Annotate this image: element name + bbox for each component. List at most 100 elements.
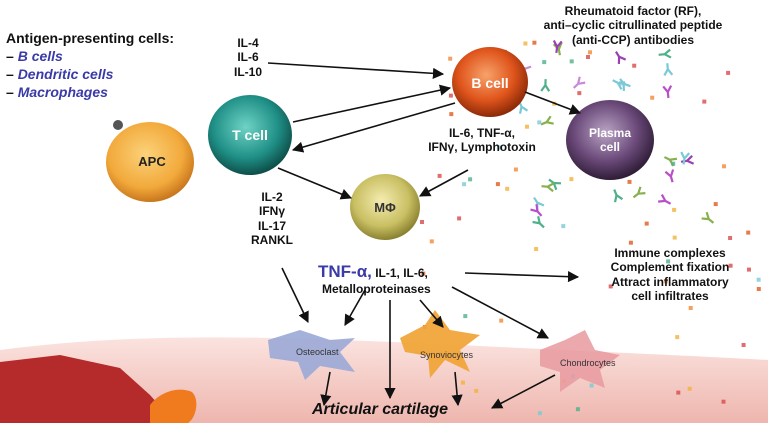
particle-dot bbox=[632, 63, 637, 68]
effect-item: cell infiltrates bbox=[631, 289, 709, 304]
particle-dot bbox=[728, 236, 733, 240]
particle-dot bbox=[663, 279, 668, 284]
effects-list: Immune complexes Complement fixation Att… bbox=[582, 246, 758, 304]
arrow-tcell-to-macrophage bbox=[277, 167, 353, 200]
particle-dot bbox=[721, 399, 726, 404]
particle-dot bbox=[687, 386, 692, 391]
arrow-tcell-to-bcell bbox=[267, 62, 445, 79]
plasma-cell bbox=[566, 100, 654, 180]
cytokine-item: IL-4 bbox=[237, 36, 259, 50]
particle-dot bbox=[728, 263, 733, 268]
particle-dot bbox=[726, 70, 731, 75]
cytokine-b-line-2: IFNγ, Lymphotoxin bbox=[428, 140, 536, 155]
particle-dot bbox=[756, 287, 761, 291]
articular-cartilage-label: Articular cartilage bbox=[312, 401, 449, 418]
particle-dot bbox=[577, 91, 582, 96]
antibody-particle-field bbox=[420, 39, 761, 416]
apc-item-bullet: – bbox=[6, 66, 14, 82]
arrow-macrophage-to-osteoclast bbox=[344, 289, 366, 326]
plasma-cell-label: Plasma cell bbox=[582, 126, 638, 154]
arrow-macrophage-to-chondrocytes bbox=[451, 286, 549, 339]
t-cell bbox=[208, 95, 292, 175]
effect-item: Attract inflammatory bbox=[611, 274, 729, 289]
antibodies-label: Rheumatoid factor (RF), anti–cyclic citr… bbox=[506, 4, 760, 47]
particle-dot bbox=[513, 167, 518, 172]
antibody-icon bbox=[532, 216, 545, 229]
cytokine-item: IL-6 bbox=[237, 50, 259, 65]
cytokine-item: IFNγ bbox=[258, 204, 285, 219]
chondrocytes-label: Chondrocytes bbox=[560, 358, 616, 368]
particle-dot bbox=[569, 177, 574, 182]
particle-dot bbox=[525, 124, 529, 129]
arrow-bcell-to-macrophage bbox=[419, 169, 469, 197]
particle-dot bbox=[746, 230, 751, 235]
apc-item-bullet: – bbox=[6, 84, 14, 100]
bone-erosion-orange bbox=[150, 389, 197, 423]
apc-label: APC bbox=[138, 154, 166, 169]
particle-dot bbox=[666, 259, 671, 264]
particle-dot bbox=[675, 335, 680, 340]
plasma-label-line-2: cell bbox=[599, 140, 620, 154]
synoviocyte-cell bbox=[400, 310, 480, 378]
particle-dot bbox=[627, 179, 632, 184]
particle-dot bbox=[448, 56, 453, 61]
macrophage-products-rest: IL-1, IL-6, bbox=[371, 266, 428, 280]
particle-dot bbox=[672, 207, 677, 212]
arrow-tcell-to-osteoclast bbox=[281, 267, 309, 324]
macrophage-products-line-2: Metalloproteinases bbox=[322, 282, 431, 296]
particle-dot bbox=[644, 221, 649, 226]
effect-item: Complement fixation bbox=[610, 260, 730, 275]
particle-dot bbox=[671, 161, 676, 166]
cytokine-item: IL-17 bbox=[257, 218, 286, 233]
antibody-icon bbox=[552, 39, 563, 53]
particle-dot bbox=[542, 60, 547, 65]
particle-dot bbox=[589, 383, 594, 388]
antibody-icon bbox=[540, 115, 554, 126]
particle-dot bbox=[747, 267, 751, 272]
antibody-icon bbox=[664, 169, 675, 183]
arrow-bcell-to-plasma bbox=[524, 91, 582, 115]
bone-erosion bbox=[0, 355, 175, 423]
cytokines-t-to-b: IL-4 IL-6 IL-10 bbox=[226, 36, 270, 79]
particle-dot bbox=[537, 120, 542, 125]
apc-item-label: Dendritic cells bbox=[17, 66, 114, 82]
particle-dot bbox=[608, 284, 613, 289]
arrow-synoviocytes-to-cartilage bbox=[451, 371, 463, 407]
particle-dot bbox=[586, 55, 590, 59]
antibody-icon bbox=[614, 51, 627, 64]
particle-dot bbox=[561, 224, 566, 229]
antibody-icon bbox=[658, 194, 672, 205]
antibody-icon bbox=[530, 204, 543, 217]
apc-spike bbox=[113, 120, 123, 130]
cytokines-t-to-tissue: IL-2 IFNγ IL-17 RANKL bbox=[244, 190, 300, 248]
particle-dot bbox=[460, 380, 465, 385]
arrow-osteoclast-to-cartilage bbox=[320, 371, 332, 407]
apc-item-b-cells: – B cells bbox=[6, 48, 63, 64]
particle-dot bbox=[650, 95, 655, 100]
cytokine-item: RANKL bbox=[251, 233, 293, 248]
antibodies-line-3: (anti-CCP) antibodies bbox=[572, 32, 694, 47]
chondrocyte-cell bbox=[540, 330, 620, 392]
antibody-icon bbox=[540, 79, 551, 92]
osteoclast-cell bbox=[268, 330, 355, 380]
arrow-macrophage-to-synoviocytes bbox=[419, 299, 444, 328]
particle-dot bbox=[713, 202, 718, 207]
particle-dot bbox=[463, 314, 468, 319]
synoviocytes-label: Synoviocytes bbox=[420, 350, 474, 360]
particle-dot bbox=[575, 407, 580, 412]
macrophage-products-line-1: TNF-α, IL-1, IL-6, bbox=[318, 262, 428, 282]
apc-item-macrophages: – Macrophages bbox=[6, 84, 108, 100]
particle-dot bbox=[569, 59, 574, 64]
particle-dot bbox=[429, 239, 434, 244]
particle-dot bbox=[437, 173, 442, 178]
particle-dot bbox=[756, 277, 761, 282]
particle-dot bbox=[534, 247, 539, 251]
antibody-icon bbox=[541, 182, 555, 193]
cytokine-b-line-1: IL-6, TNF-α, bbox=[448, 126, 516, 140]
particle-dot bbox=[722, 164, 726, 169]
particle-dot bbox=[628, 240, 633, 245]
apc-cell bbox=[106, 122, 194, 202]
antibody-icon bbox=[619, 78, 631, 91]
tnf-alpha-label: TNF-α, bbox=[318, 262, 372, 281]
particle-dot bbox=[619, 81, 623, 86]
